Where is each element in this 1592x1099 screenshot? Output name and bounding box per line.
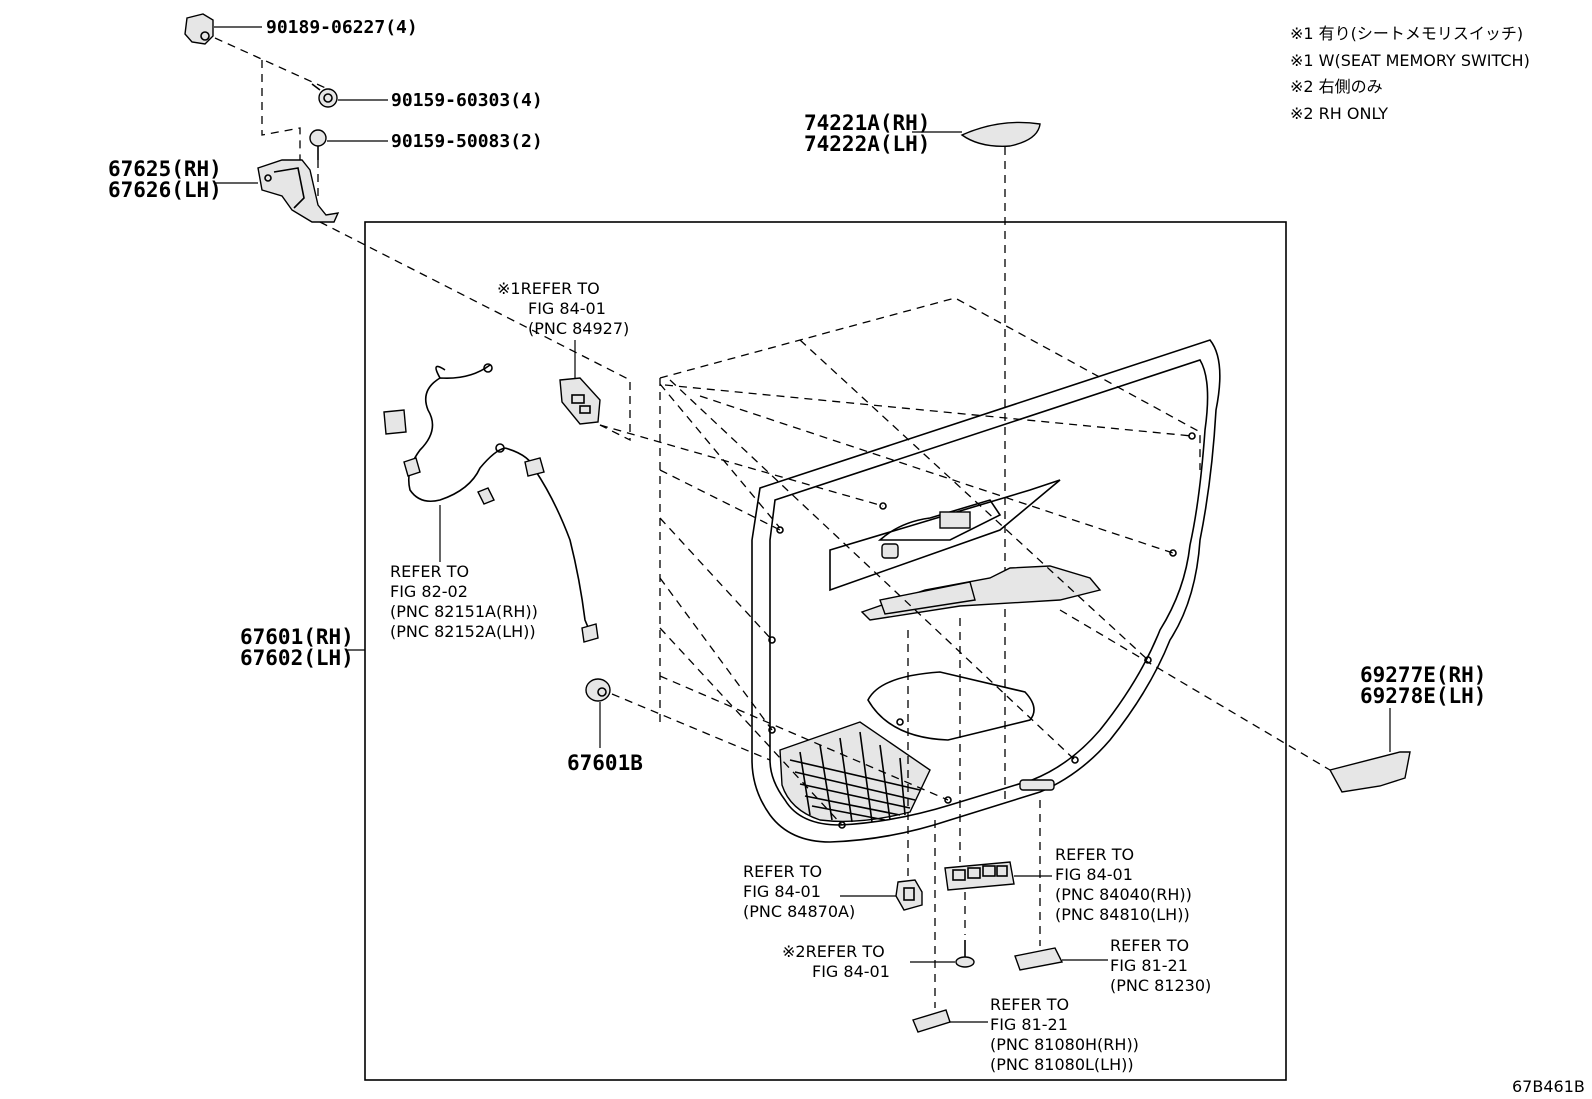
bolt-icon — [309, 129, 327, 160]
cap-icon — [585, 678, 611, 702]
panel-rh-part-number: 67601(RH) — [240, 625, 354, 649]
ref-seat-memory-line: (PNC 84927) — [528, 319, 629, 338]
note-line: ※1 W(SEAT MEMORY SWITCH) — [1290, 51, 1530, 70]
screw-rh-icon — [955, 940, 975, 968]
note-line: ※2 右側のみ — [1290, 77, 1383, 96]
ref-lamp-line: REFER TO — [1110, 936, 1189, 955]
garnish-rh-part-number: 74221A(RH) — [804, 111, 930, 135]
screw-a-part-number: 90159-60303(4) — [391, 90, 543, 111]
ref-seat-memory-line: FIG 84-01 — [528, 299, 606, 318]
ref-lamp-line: (PNC 81230) — [1110, 976, 1211, 995]
ref-master-switch-line: REFER TO — [1055, 845, 1134, 864]
notes-block: ※1 有り(シートメモリスイッチ) ※1 W(SEAT MEMORY SWITC… — [1290, 24, 1530, 123]
seat-memory-switch-icon — [559, 377, 601, 425]
ref-small-switch-line: (PNC 84870A) — [743, 902, 855, 921]
pad-lh-part-number: 69278E(LH) — [1360, 684, 1486, 708]
ref-screw-rh-line: ※2REFER TO — [782, 942, 885, 961]
screw-b-part-number: 90159-50083(2) — [391, 131, 543, 152]
garnish-lh-part-number: 74222A(LH) — [804, 132, 930, 156]
ref-seat-memory-line: ※1REFER TO — [497, 279, 600, 298]
lamp-icon — [1014, 947, 1064, 971]
cap-part-number: 67601B — [567, 751, 643, 775]
ref-courtesy-line: FIG 81-21 — [990, 1015, 1068, 1034]
door-trim-panel-icon — [659, 297, 1221, 843]
ref-master-switch-line: FIG 84-01 — [1055, 865, 1133, 884]
ref-screw-rh-line: FIG 84-01 — [812, 962, 890, 981]
ref-courtesy-line: (PNC 81080H(RH)) — [990, 1035, 1139, 1054]
panel-lh-part-number: 67602(LH) — [240, 646, 354, 670]
ref-master-switch-line: (PNC 84810(LH)) — [1055, 905, 1190, 924]
ref-courtesy-line: REFER TO — [990, 995, 1069, 1014]
ref-courtesy-line: (PNC 81080L(LH)) — [990, 1055, 1134, 1074]
ref-small-switch-line: FIG 84-01 — [743, 882, 821, 901]
assembly-frame — [364, 221, 1287, 1081]
ref-wire-line: (PNC 82152A(LH)) — [390, 622, 536, 641]
figure-code: 67B461B — [1512, 1077, 1585, 1096]
pad-rh-part-number: 69277E(RH) — [1360, 663, 1486, 687]
ref-small-switch-line: REFER TO — [743, 862, 822, 881]
ref-wire-line: REFER TO — [390, 562, 469, 581]
bracket-rh-part-number: 67625(RH) — [108, 157, 222, 181]
screw-icon — [311, 83, 338, 108]
ref-wire-line: FIG 82-02 — [390, 582, 468, 601]
clip-part-number: 90189-06227(4) — [266, 17, 418, 38]
note-line: ※1 有り(シートメモリスイッチ) — [1290, 24, 1523, 43]
wire-harness-icon — [383, 363, 599, 643]
master-switch-icon — [944, 861, 1015, 891]
ref-lamp-line: FIG 81-21 — [1110, 956, 1188, 975]
bracket-lh-part-number: 67626(LH) — [108, 178, 222, 202]
bracket-icon — [257, 159, 340, 223]
note-line: ※2 RH ONLY — [1290, 104, 1388, 123]
garnish-icon — [960, 121, 1041, 147]
window-switch-icon — [895, 879, 923, 911]
ref-master-switch-line: (PNC 84040(RH)) — [1055, 885, 1192, 904]
pad-icon — [1328, 751, 1411, 793]
clip-icon — [184, 13, 214, 45]
courtesy-lamp-icon — [912, 1009, 951, 1033]
ref-wire-line: (PNC 82151A(RH)) — [390, 602, 538, 621]
